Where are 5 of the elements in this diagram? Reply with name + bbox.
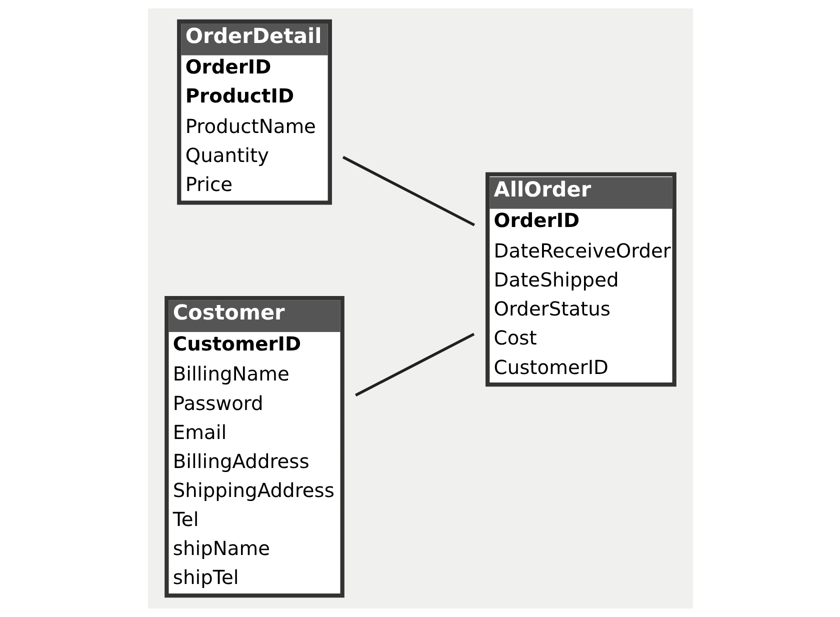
node-box: Costomer CustomerID BillingName Password Email BillingAddress ShippingAddress Tel shipName shipTel	[164, 296, 344, 598]
connector	[342, 156, 475, 226]
connector	[354, 332, 474, 396]
node-box: AllOrder OrderID DateReceiveOrder DateShipped OrderStatus Cost CustomerID	[485, 172, 676, 387]
node-box: OrderDetail OrderID ProductID ProductName Quantity Price	[176, 19, 332, 205]
